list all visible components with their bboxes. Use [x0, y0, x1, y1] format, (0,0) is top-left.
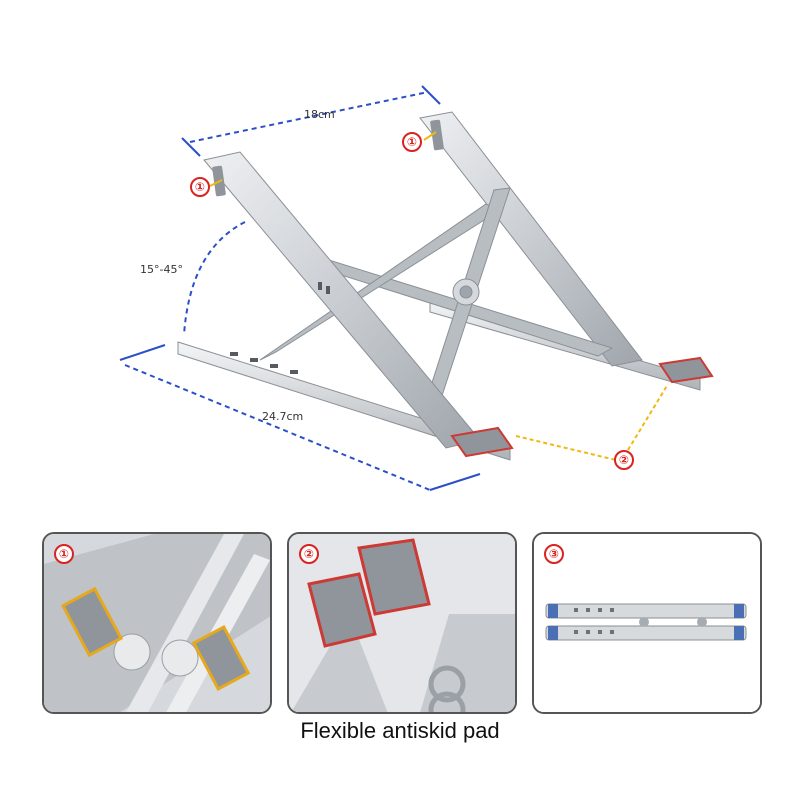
top-pad-callout-right: ① [402, 132, 422, 152]
panel-one-marker: ① [54, 544, 74, 564]
detail-panel-top-pad: ① [42, 532, 272, 714]
product-caption: Flexible antiskid pad [300, 718, 500, 743]
folded-stand-side-view-icon [534, 534, 760, 712]
bottom-pad-callout: ② [614, 450, 634, 470]
length-dimension-line [119, 344, 481, 491]
scissor-braces [259, 187, 614, 421]
angle-dimension-label: 15°-45° [140, 263, 183, 276]
bottom-pad-back [658, 356, 714, 384]
detail-panel-folded: ③ [532, 532, 762, 714]
panel-two-marker: ② [299, 544, 319, 564]
detail-panel-bottom-pad: ② [287, 532, 517, 714]
top-pad-callout-left: ① [190, 177, 210, 197]
angle-arc [183, 221, 246, 336]
bottom-pad-leader-lines [515, 383, 669, 461]
laptop-stand-drawing [119, 85, 714, 491]
bottom-pad-front [450, 426, 514, 458]
front-base-rail [177, 341, 511, 461]
panel-three-marker: ③ [544, 544, 564, 564]
bottom-antiskid-pad-closeup-icon [289, 534, 515, 712]
width-dimension-line [181, 85, 441, 157]
width-dimension-label: 18cm [304, 108, 335, 121]
top-antiskid-pad-closeup-icon [44, 534, 270, 712]
top-pad-leader-lines [209, 131, 437, 187]
length-dimension-label: 24.7cm [262, 410, 304, 423]
back-support-arm [419, 111, 643, 367]
